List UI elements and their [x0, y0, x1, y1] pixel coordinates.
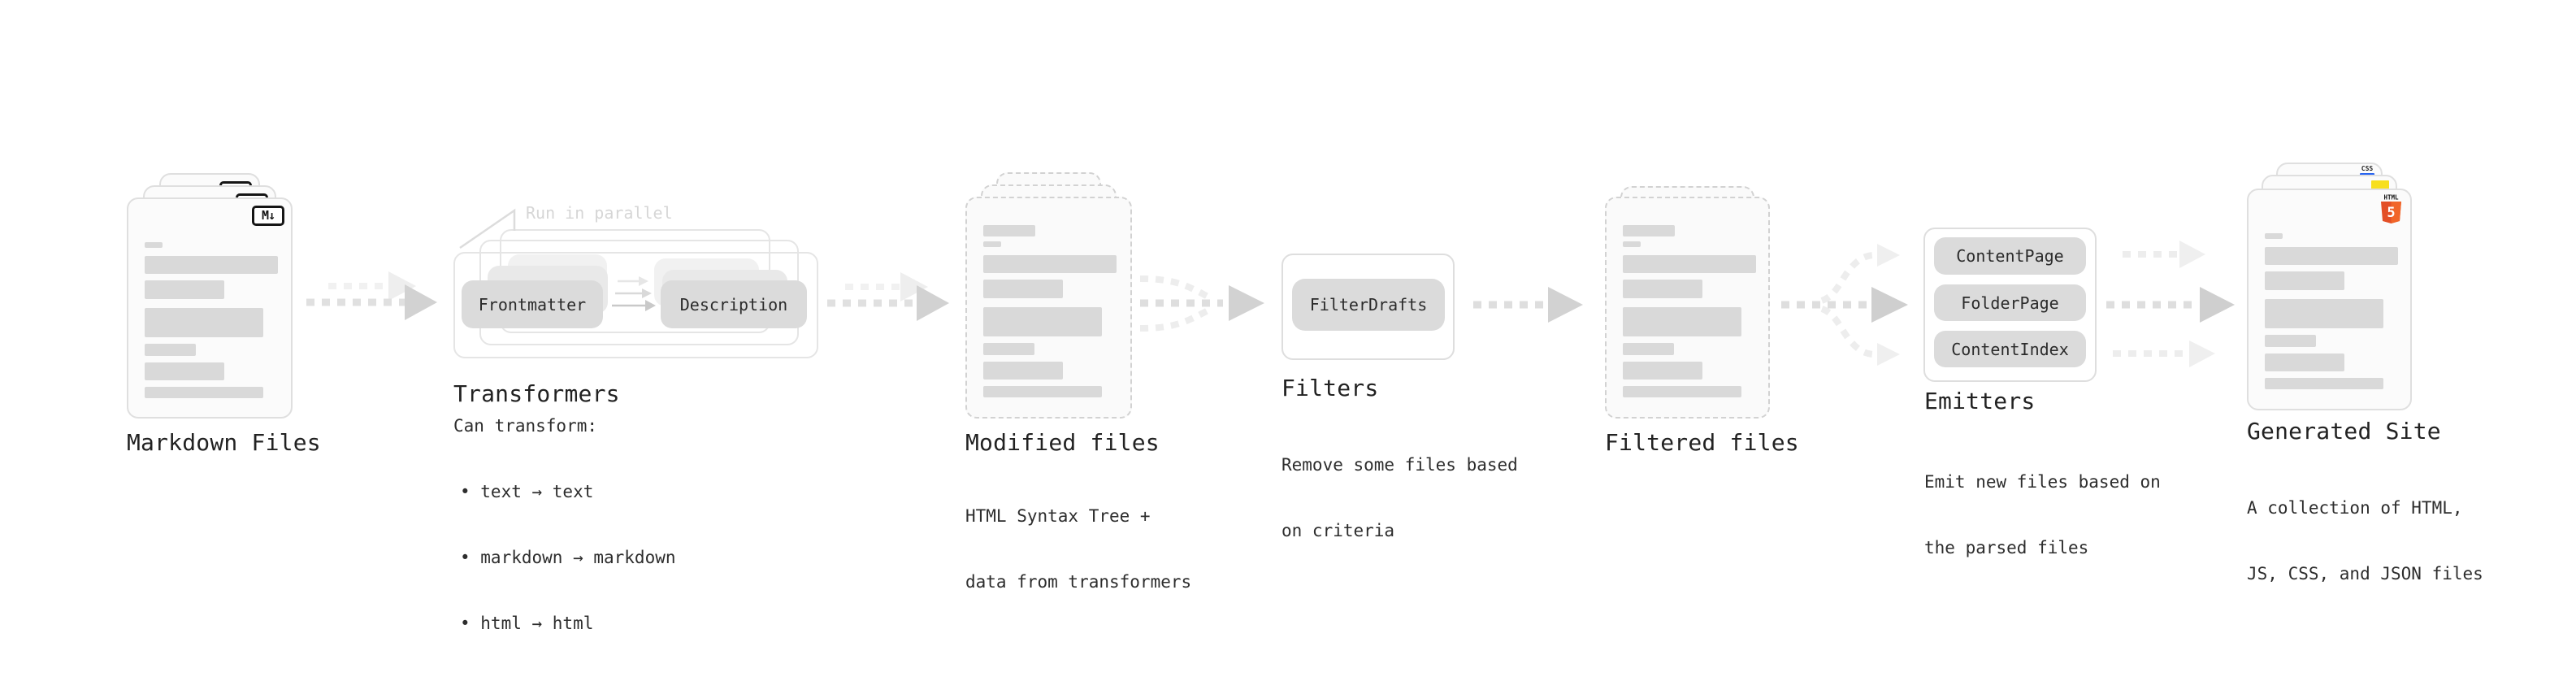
emitters-description: Emit new files based on the parsed files [1924, 427, 2161, 603]
text-line-bar [983, 255, 1117, 273]
arrow-modified-to-filters-converge [1139, 275, 1264, 332]
transformers-description-heading: Can transform: [453, 416, 598, 436]
text-line-bar [2265, 335, 2316, 347]
stage-title-filters: Filters [1281, 375, 1379, 401]
text-line-bar [145, 344, 196, 356]
arrow-filtered-to-emitters-fork [1781, 244, 1908, 366]
description-line: Remove some files based [1281, 455, 1518, 475]
stage-title-modified-files: Modified files [965, 429, 1160, 456]
text-line-bar [145, 308, 263, 337]
filter-node-filterdrafts: FilterDrafts [1292, 279, 1445, 331]
text-line-bar [2265, 271, 2344, 290]
bullet-item: • markdown → markdown [460, 548, 676, 567]
text-line-bar [1623, 362, 1702, 380]
modified-files-description: HTML Syntax Tree + data from transformer… [965, 462, 1191, 637]
html5-icon-label: HTML [2383, 194, 2399, 202]
arrow-filters-to-filtered [1473, 287, 1583, 323]
description-line: on criteria [1281, 521, 1395, 540]
js-icon [2371, 180, 2389, 189]
modified-file-card-front [965, 197, 1132, 419]
html5-icon-number: 5 [2387, 205, 2395, 221]
text-line-bar [983, 343, 1034, 355]
description-line: data from transformers [965, 572, 1192, 592]
markdown-icon: M↓ [252, 206, 284, 226]
description-line: the parsed files [1924, 538, 2089, 557]
emitter-node-folderpage: FolderPage [1934, 284, 2086, 321]
stage-title-markdown-files: Markdown Files [127, 429, 321, 456]
filtered-file-card-front [1605, 197, 1770, 419]
arrow-emitters-to-generated [2106, 241, 2235, 367]
stage-title-filtered-files: Filtered files [1605, 429, 1799, 456]
description-line: Emit new files based on [1924, 472, 2161, 492]
transformer-node-description: Description [661, 280, 807, 328]
text-line-bar [1623, 343, 1674, 355]
filters-description: Remove some files based on criteria [1281, 410, 1518, 586]
stage-title-emitters: Emitters [1924, 388, 2036, 414]
text-line-bar [1623, 255, 1756, 273]
text-line-bar [1623, 307, 1741, 336]
text-line-bar [983, 280, 1063, 298]
text-line-bar [983, 386, 1102, 397]
transformer-node-frontmatter: Frontmatter [462, 280, 603, 328]
html5-icon: HTML 5 [2380, 193, 2402, 228]
text-line-bar [983, 241, 1001, 247]
text-line-bar [983, 362, 1063, 380]
transformers-bullet-list: • text → text • markdown → markdown • ht… [460, 437, 676, 679]
description-line: HTML Syntax Tree + [965, 506, 1151, 526]
generated-site-description: A collection of HTML, JS, CSS, and JSON … [2247, 453, 2483, 629]
text-line-bar [2265, 233, 2283, 239]
text-line-bar [1623, 386, 1741, 397]
description-line: JS, CSS, and JSON files [2247, 564, 2483, 583]
text-line-bar [1623, 241, 1641, 247]
text-line-bar [145, 362, 224, 380]
emitter-node-contentpage: ContentPage [1934, 237, 2086, 275]
text-line-bar [145, 280, 224, 299]
bullet-item: • text → text [460, 482, 594, 501]
text-line-bar [1623, 280, 1702, 298]
text-line-bar [2265, 378, 2383, 389]
run-in-parallel-annotation: Run in parallel [526, 203, 673, 223]
description-line: A collection of HTML, [2247, 498, 2463, 518]
markdown-file-card-front: M↓ [127, 197, 293, 419]
css-icon-label: CSS [2361, 165, 2374, 172]
text-line-bar [2265, 299, 2383, 328]
text-line-bar [983, 307, 1102, 336]
text-line-bar [983, 225, 1035, 236]
text-line-bar [1623, 225, 1675, 236]
bullet-item: • html → html [460, 614, 594, 633]
text-line-bar [145, 387, 263, 398]
arrow-transformers-to-modified [827, 272, 949, 321]
transformer-layer-box-front [453, 252, 818, 358]
stage-title-generated-site: Generated Site [2247, 418, 2441, 445]
stage-title-transformers: Transformers [453, 380, 620, 407]
text-line-bar [145, 242, 163, 248]
emitter-node-contentindex: ContentIndex [1934, 331, 2086, 367]
text-line-bar [2265, 247, 2398, 265]
generated-file-card-html: HTML 5 [2247, 189, 2412, 410]
arrow-markdown-to-transformers [306, 271, 437, 320]
text-line-bar [2265, 354, 2344, 371]
text-line-bar [145, 256, 278, 274]
